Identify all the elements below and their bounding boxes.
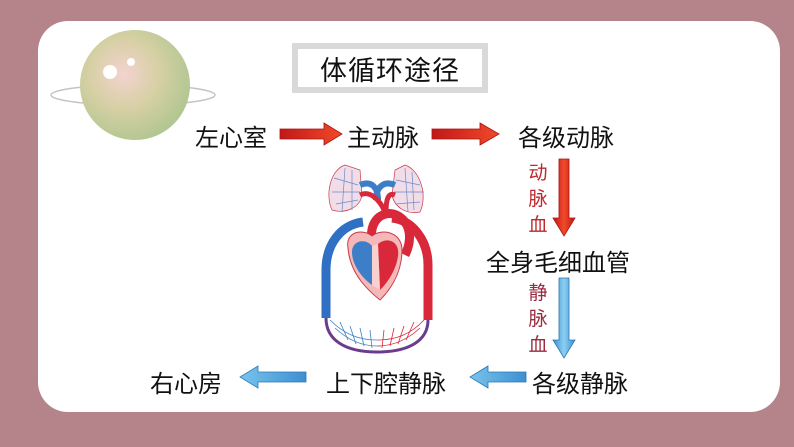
arterial-blood-label: 动 脉 血 [528,162,548,236]
arrow-vena-cava-to-right-atrium [239,365,307,389]
arrow-left-ventricle-to-aorta [279,122,343,146]
left-lung [328,164,363,213]
body-capillaries [329,319,425,349]
arrow-aorta-to-arteries [431,122,500,146]
heart [347,231,403,301]
arrow-veins-to-vena-cava [469,365,527,389]
node-left-ventricle: 左心室 [195,124,267,152]
node-arteries: 各级动脉 [518,124,614,152]
node-capillaries: 全身毛细血管 [486,249,630,277]
node-veins: 各级静脉 [532,370,628,398]
node-aorta: 主动脉 [347,124,419,152]
right-lung [391,164,424,213]
arrow-arteries-to-capillaries [552,158,576,237]
page-title: 体循环途径 [298,49,482,87]
venous-blood-label: 静 脉 血 [528,282,548,356]
node-vena-cava: 上下腔静脉 [326,370,446,398]
node-right-atrium: 右心房 [150,370,222,398]
title-box: 体循环途径 [292,43,488,93]
arrow-capillaries-to-veins [552,277,576,359]
